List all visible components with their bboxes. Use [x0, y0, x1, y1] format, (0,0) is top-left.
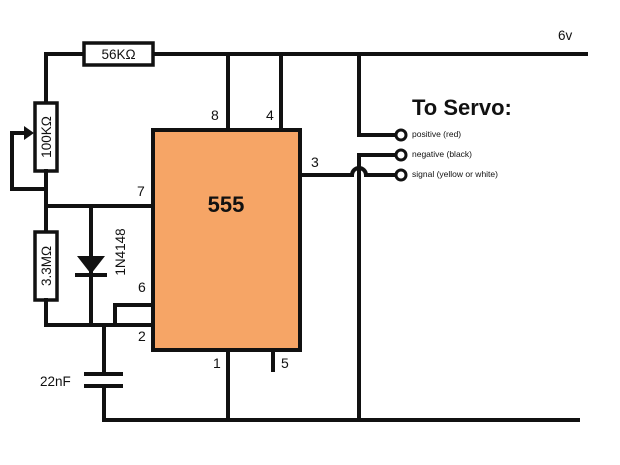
pin-2-label: 2 — [138, 328, 146, 344]
pin-4-label: 4 — [266, 107, 274, 123]
terminal-signal — [394, 168, 408, 182]
wire-servo-positive — [357, 52, 397, 137]
resistor-56k-label: 56KΩ — [101, 47, 135, 62]
pin-6-label: 6 — [138, 279, 146, 295]
chip-555 — [151, 128, 302, 352]
potentiometer-label: 100KΩ — [39, 116, 54, 158]
diode-label: 1N4148 — [113, 228, 128, 275]
pin-1-label: 1 — [213, 355, 221, 371]
resistor-56k — [82, 41, 155, 67]
pin-7-label: 7 — [137, 183, 145, 199]
supply-label: 6v — [558, 28, 573, 43]
pot-wiper-wire — [10, 131, 48, 191]
terminal-positive — [394, 128, 408, 142]
wire-servo-signal — [298, 166, 397, 177]
servo-positive-label: positive (red) — [412, 129, 461, 139]
resistor-3m3-label: 3.3MΩ — [39, 246, 54, 286]
servo-signal-label: signal (yellow or white) — [412, 169, 498, 179]
servo-title: To Servo: — [412, 95, 512, 120]
pin-8-label: 8 — [211, 107, 219, 123]
diode-icon — [77, 256, 105, 274]
wire-pin6 — [113, 303, 155, 327]
terminal-negative — [394, 148, 408, 162]
pin-5-label: 5 — [281, 355, 289, 371]
cap-label: 22nF — [40, 374, 71, 389]
servo-negative-label: negative (black) — [412, 149, 472, 159]
wiper-arrow-icon — [24, 126, 34, 140]
chip-label: 555 — [208, 192, 245, 217]
wire-servo-negative — [357, 153, 397, 422]
pin-3-label: 3 — [311, 154, 319, 170]
